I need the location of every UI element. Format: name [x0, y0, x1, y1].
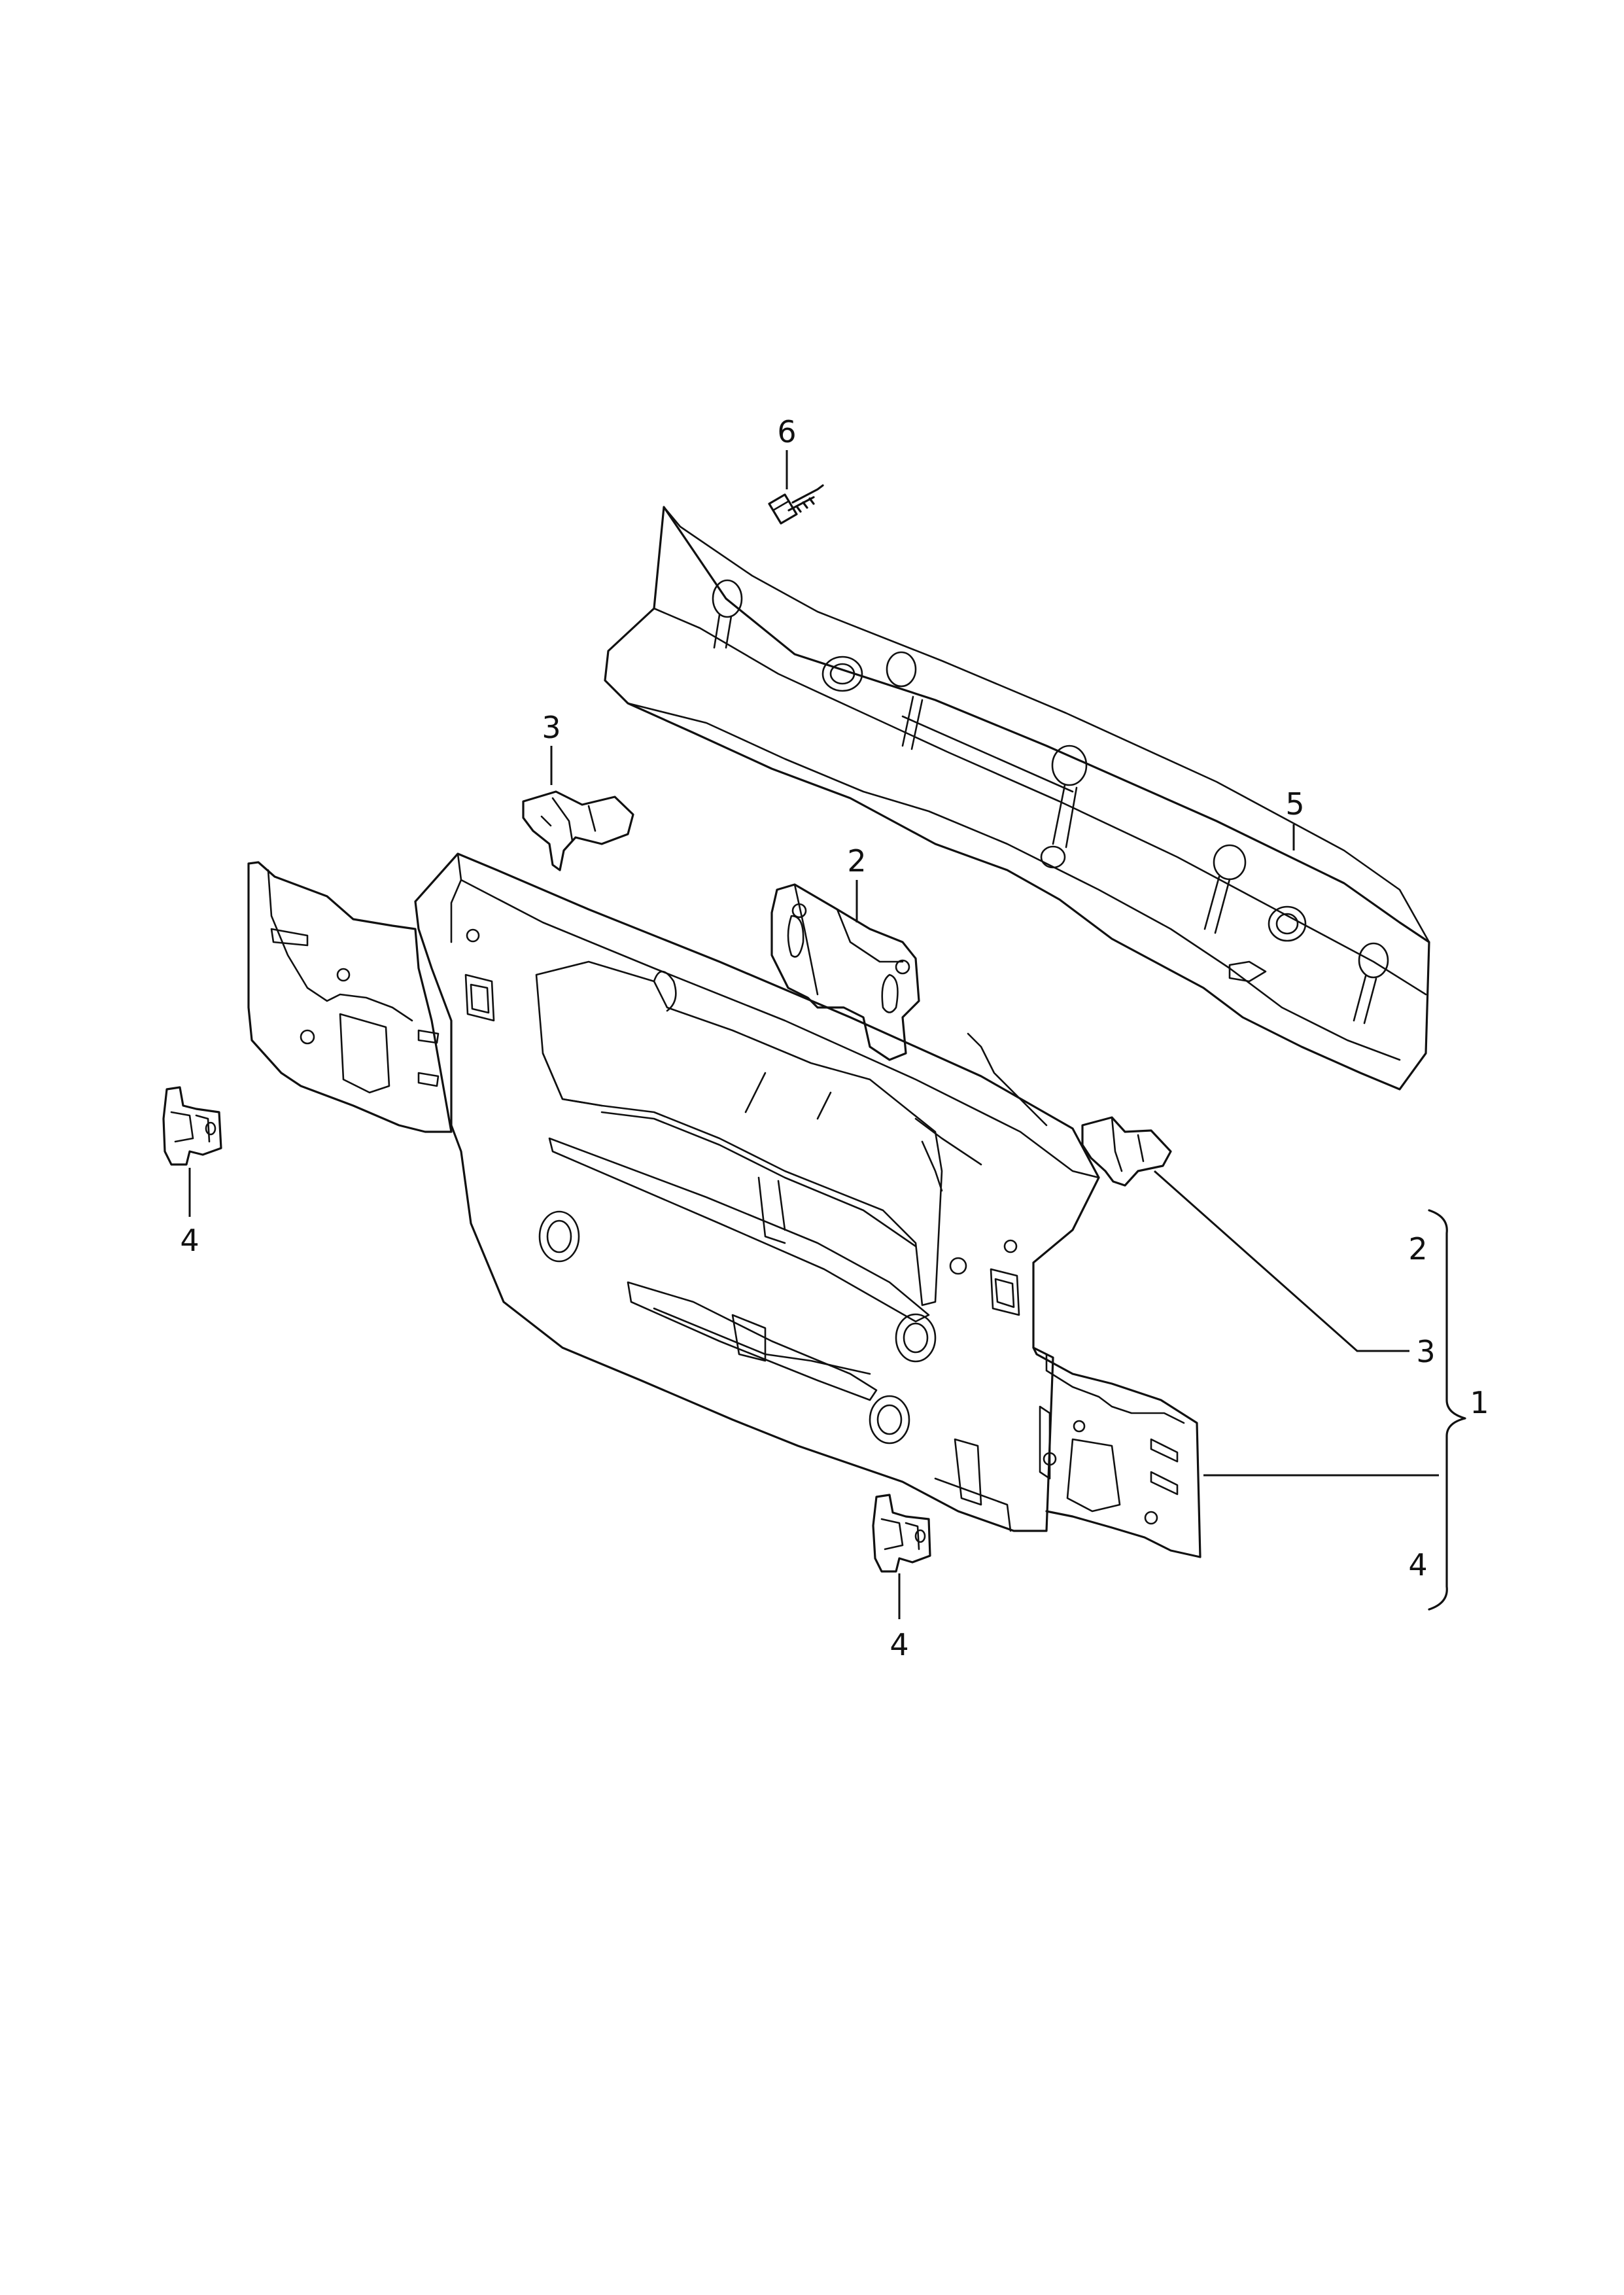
callout-bracket-item-3: 3 [1416, 1334, 1435, 1369]
bracket-part-3-right [1081, 1116, 1409, 1352]
callout-part-4-left: 4 [180, 1223, 199, 1258]
callout-part-3-top: 3 [542, 710, 561, 745]
clip-part-4-bottom [872, 1494, 931, 1619]
group-bracket [1428, 1209, 1466, 1611]
screw-part-6 [768, 450, 824, 525]
callout-part-6: 6 [777, 414, 796, 449]
callout-part-4-bottom: 4 [890, 1627, 908, 1662]
callout-bracket-item-2: 2 [1408, 1231, 1427, 1267]
callout-group-1: 1 [1470, 1385, 1489, 1420]
upper-cross-member-part-5 [604, 506, 1430, 1091]
bracket-part-2 [770, 880, 920, 1061]
rear-panel-part-1 [247, 852, 1201, 1558]
bracket-part-3-top [522, 746, 634, 871]
callout-bracket-item-4: 4 [1408, 1547, 1427, 1583]
clip-part-4-left [162, 1086, 222, 1217]
callout-part-2-top: 2 [847, 843, 866, 879]
callout-part-5: 5 [1285, 786, 1304, 822]
